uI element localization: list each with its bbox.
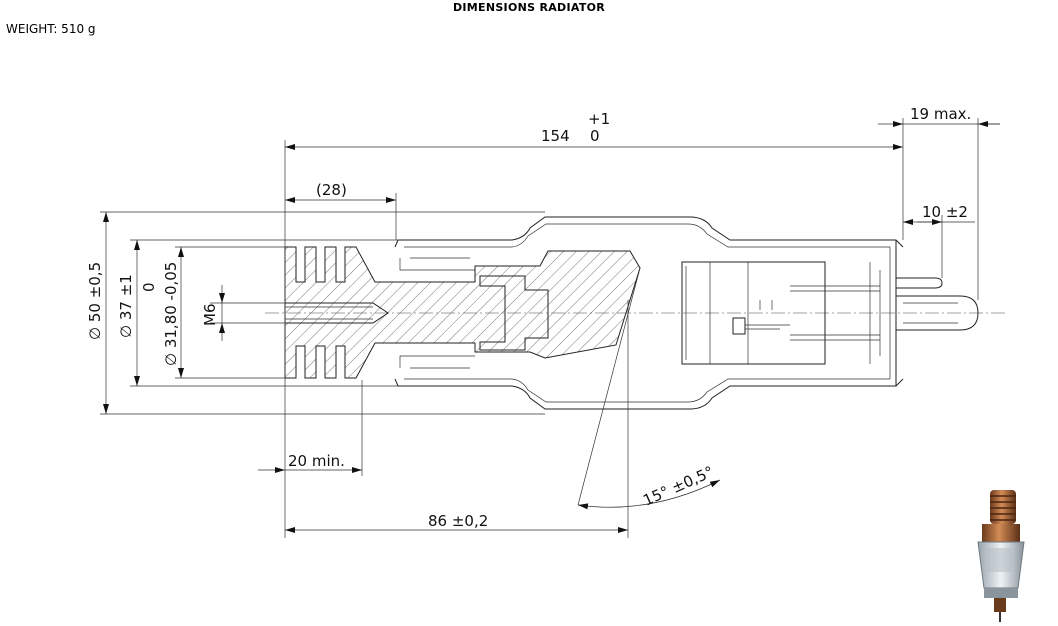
radiator-body (284, 246, 641, 379)
max-19-label: 19 max. (910, 105, 971, 123)
overall-length-upper-tol: +1 (588, 110, 610, 128)
angle-15-label: 15° ±0,5° (640, 463, 716, 510)
thread-m6-label: M6 (201, 304, 219, 327)
dia-50-label: ∅ 50 ±0,5 (86, 262, 104, 340)
len-86-label: 86 ±0,2 (428, 512, 488, 530)
weight-label: WEIGHT: 510 g (6, 22, 96, 36)
overall-length-value: 154 (541, 127, 570, 145)
dia-31-label: ∅ 31,80 -0,05 (162, 262, 180, 366)
ref-28-label: (28) (316, 181, 347, 199)
terminal-pins (896, 277, 979, 331)
extension-lines (100, 118, 979, 538)
dia-31-upper-tol: 0 (140, 282, 158, 292)
drawing-title: DIMENSIONS RADIATOR (452, 1, 606, 14)
filament-structure (681, 261, 881, 365)
dia-37-label: ∅ 37 ±1 (117, 274, 135, 338)
overall-length-lower-tol: 0 (590, 127, 600, 145)
radiator-tube-render-icon (977, 490, 1025, 622)
tol-10-label: 10 ±2 (922, 203, 968, 221)
envelope-outline (394, 216, 904, 410)
min-20-label: 20 min. (288, 452, 345, 470)
